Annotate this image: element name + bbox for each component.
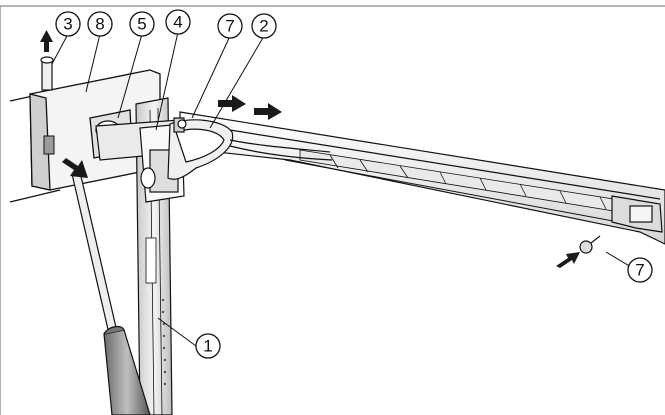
svg-text:4: 4: [173, 13, 182, 32]
svg-text:3: 3: [63, 15, 72, 34]
callout-4: 4: [165, 9, 191, 35]
svg-text:7: 7: [635, 261, 644, 280]
arrow-up-icon: [40, 30, 53, 52]
callout-7-top: 7: [217, 13, 243, 39]
leader-lines: [51, 31, 637, 347]
callout-1: 1: [195, 333, 221, 359]
screw-part: [579, 235, 601, 254]
callout-5: 5: [129, 11, 155, 37]
svg-text:8: 8: [95, 15, 104, 34]
callout-8: 8: [87, 11, 113, 37]
svg-text:7: 7: [225, 17, 234, 36]
pin-part: [40, 56, 54, 91]
svg-text:5: 5: [137, 15, 146, 34]
callout-2: 2: [251, 13, 277, 39]
arrow-right-icon: [218, 95, 282, 120]
svg-text:2: 2: [259, 17, 268, 36]
cable-clamp: [167, 117, 333, 180]
callout-7-bottom: 7: [627, 257, 653, 283]
arrow-down-left-icon: [62, 158, 580, 268]
svg-text:1: 1: [203, 337, 212, 356]
rail: [179, 111, 665, 245]
callout-3: 3: [55, 11, 81, 37]
